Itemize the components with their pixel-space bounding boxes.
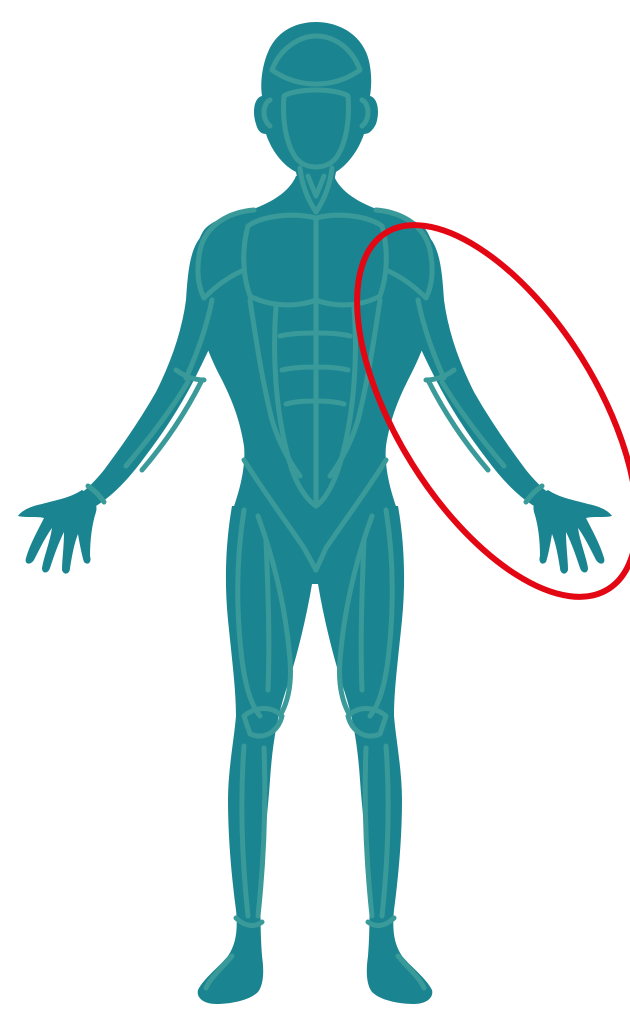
right-arm	[397, 232, 550, 506]
neck-line-right	[313, 165, 335, 215]
thigh-right-mid	[358, 537, 367, 693]
chest-right	[313, 212, 389, 308]
knee-left	[241, 706, 285, 739]
forearm-right-1	[439, 379, 507, 469]
ear-left-line	[261, 97, 273, 129]
neck-center	[305, 173, 327, 199]
neck-line-left	[297, 165, 319, 215]
elbow-left	[173, 367, 207, 383]
forearm-right-2	[425, 377, 491, 473]
wrist-left	[85, 483, 107, 505]
deltoid-left	[195, 207, 257, 301]
shin-right-2	[362, 745, 375, 919]
hip-right	[313, 457, 389, 573]
foot-right	[395, 953, 427, 991]
knee-right	[345, 706, 389, 739]
bicep-left	[183, 297, 215, 381]
abs-row-3	[283, 398, 347, 407]
chest-left	[241, 212, 319, 308]
left-hand	[18, 490, 97, 574]
oblique-right	[327, 297, 383, 479]
ankle-left	[233, 915, 265, 928]
thigh-right-inner	[337, 513, 375, 715]
shin-right-1	[379, 743, 391, 919]
foot-left	[203, 953, 235, 991]
face-outline	[281, 87, 351, 170]
ankle-right	[365, 915, 397, 928]
thigh-left-mid	[263, 537, 272, 693]
thigh-left-outer	[235, 507, 263, 719]
shin-left-2	[255, 745, 268, 919]
legs	[197, 506, 433, 1004]
highlight-ellipse	[354, 222, 630, 600]
thigh-right-outer	[367, 507, 395, 719]
shin-left-1	[239, 743, 251, 919]
left-arm	[80, 232, 233, 506]
ear-right-line	[359, 97, 371, 129]
forearm-left-1	[123, 379, 191, 469]
deltoid-right	[373, 207, 435, 301]
head-outline	[269, 33, 363, 87]
oblique-left	[247, 297, 303, 479]
head	[254, 22, 378, 182]
muscle-lines	[85, 33, 545, 991]
abs-row-1	[277, 330, 353, 339]
abs-outline	[272, 303, 358, 509]
wrist-right	[523, 483, 545, 505]
bicep-right	[415, 297, 447, 381]
abs-row-2	[279, 364, 351, 373]
elbow-right	[423, 367, 457, 383]
forearm-left-2	[139, 377, 205, 473]
hip-left	[241, 457, 319, 573]
right-hand	[533, 490, 612, 574]
thigh-left-inner	[255, 513, 293, 715]
